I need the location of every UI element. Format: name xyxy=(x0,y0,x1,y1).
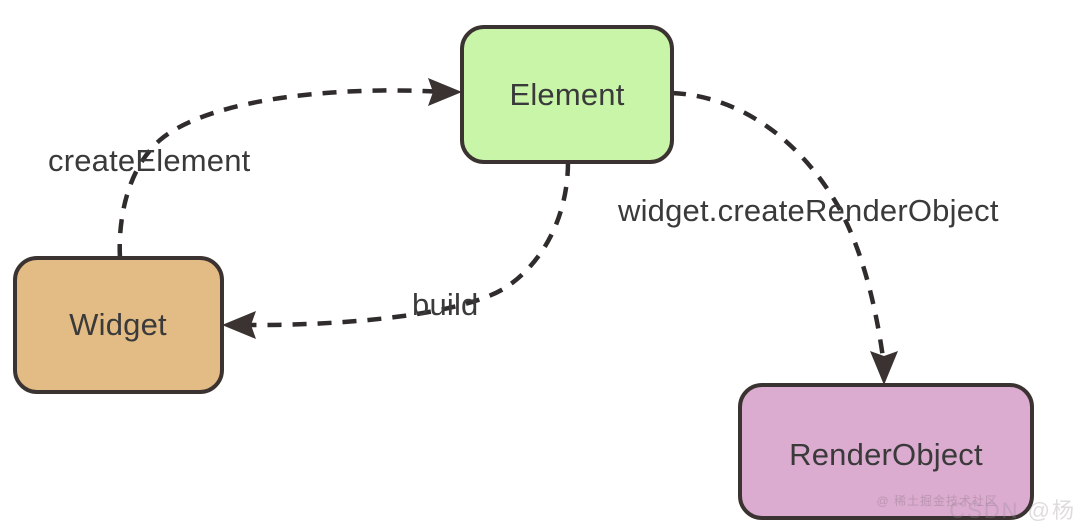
edge-build-arrowhead xyxy=(222,311,256,339)
node-widget[interactable]: Widget xyxy=(13,256,224,394)
node-renderobject-shape[interactable] xyxy=(738,383,1034,520)
edge-label-create-element: createElement xyxy=(48,143,251,178)
node-renderobject[interactable]: RenderObject xyxy=(738,383,1034,520)
node-element[interactable]: Element xyxy=(460,25,674,164)
edge-build-path xyxy=(241,161,571,328)
edge-create-element-path xyxy=(117,88,443,259)
edge-create-render-object-path xyxy=(671,90,887,366)
edge-label-build: build xyxy=(412,287,479,322)
edge-create-render-object: widget.createRenderObject xyxy=(617,90,999,385)
edge-create-element: createElement xyxy=(48,78,462,259)
node-element-shape[interactable] xyxy=(460,25,674,164)
edge-build: build xyxy=(222,161,571,339)
node-widget-label: Widget xyxy=(69,307,167,342)
edge-create-element-arrowhead xyxy=(428,78,462,106)
edge-label-create-render-object: widget.createRenderObject xyxy=(617,193,999,228)
edge-create-render-object-arrowhead xyxy=(870,351,898,385)
node-element-label: Element xyxy=(509,77,624,112)
node-renderobject-label: RenderObject xyxy=(789,437,983,472)
node-widget-shape[interactable] xyxy=(13,256,224,394)
